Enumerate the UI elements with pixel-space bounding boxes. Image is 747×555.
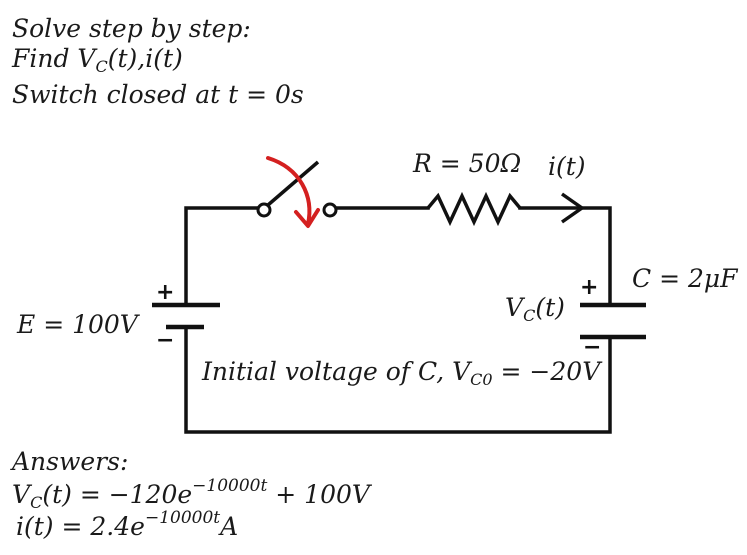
current-label: i(t) <box>548 152 586 181</box>
current-arrow-icon <box>560 192 584 224</box>
switch-blade <box>266 160 320 207</box>
find-current: i(t) <box>145 44 183 73</box>
find-line: Find VC(t),i(t) <box>11 44 183 76</box>
current-indicator: i(t) <box>548 152 586 224</box>
answer-vc-expression: (t) = −120e <box>42 480 192 509</box>
initial-voltage-subscript: C0 <box>470 370 492 389</box>
vc-subscript: C <box>523 306 535 325</box>
answer-i-unit: A <box>218 512 238 541</box>
source-label: E = 100V <box>16 310 141 339</box>
answers-title: Answers: <box>10 447 128 476</box>
capacitor-voltage-label: VC(t) <box>505 293 565 325</box>
switch-close-arrow-icon <box>266 156 312 226</box>
wire-resistor-to-capacitor <box>518 206 612 307</box>
answer-current: i(t) = 2.4e−10000tA <box>16 508 238 541</box>
vc-symbol: V <box>505 293 526 322</box>
find-prefix: Find <box>11 44 77 73</box>
answer-vc-exponent: −10000t <box>192 476 267 496</box>
answer-vc-subscript: C <box>30 493 42 512</box>
switch-terminal-right <box>322 202 338 218</box>
capacitor-label: C = 2μF <box>632 264 739 293</box>
switch <box>256 156 338 228</box>
find-vc-subscript: C <box>95 57 107 76</box>
vc-argument: (t) <box>535 293 565 322</box>
problem-statement: Solve step by step: Find VC(t),i(t) Swit… <box>11 14 304 109</box>
resistor: R = 50Ω <box>412 149 522 227</box>
switch-condition-line: Switch closed at t = 0s <box>12 80 304 109</box>
find-vc-symbol: V <box>77 44 98 73</box>
initial-voltage-note: Initial voltage of C, VC0 = −20V <box>201 357 603 389</box>
find-vc-argument: (t), <box>108 44 146 73</box>
battery-minus-sign: − <box>156 328 174 353</box>
wire-left-top <box>184 206 260 307</box>
wire-bottom-return <box>184 325 612 434</box>
resistor-label: R = 50Ω <box>412 149 521 178</box>
capacitor: + − C = 2μF VC(t) <box>505 264 739 360</box>
capacitor-plus-sign: + <box>580 275 598 300</box>
circuit-wires <box>184 206 612 434</box>
answer-i-expression: i(t) = 2.4e <box>16 512 145 541</box>
initial-voltage-value: = −20V <box>493 357 604 386</box>
answer-vc-offset: + 100V <box>267 480 373 509</box>
battery-plus-sign: + <box>156 280 174 305</box>
switch-terminal-left <box>256 202 272 218</box>
capacitor-minus-sign: − <box>583 335 601 360</box>
answer-vc: VC(t) = −120e−10000t + 100V <box>12 476 373 512</box>
initial-voltage-prefix: Initial voltage of C, V <box>201 357 473 386</box>
answer-vc-symbol: V <box>12 480 33 509</box>
switch-arrowhead-icon <box>294 208 320 228</box>
battery: + − E = 100V <box>16 280 220 353</box>
answer-i-exponent: −10000t <box>145 508 220 528</box>
resistor-zigzag-icon <box>426 191 522 227</box>
answers-block: Answers: VC(t) = −120e−10000t + 100V i(t… <box>10 447 373 541</box>
instruction-line: Solve step by step: <box>12 14 251 43</box>
